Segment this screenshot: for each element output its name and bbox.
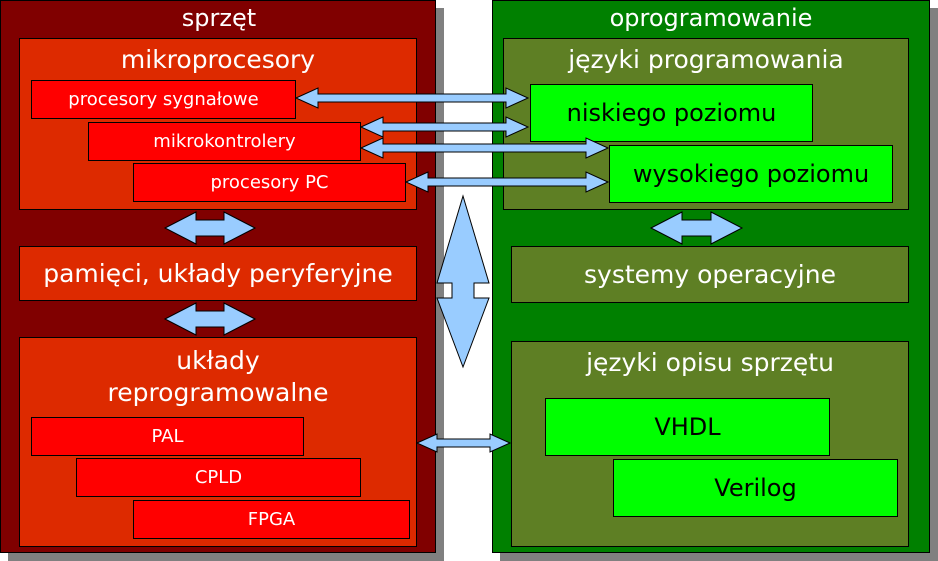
cpld-item: CPLD <box>76 458 361 497</box>
arrow-memory-to-reprogrammable <box>163 302 257 336</box>
pc-processors-item: procesory PC <box>133 163 406 202</box>
microcontrollers-item: mikrokontrolery <box>88 122 361 161</box>
software-title: oprogramowanie <box>609 4 813 32</box>
arrow-reprogrammable-to-hdl <box>415 433 512 453</box>
hdl-title: języki opisu sprzętu <box>586 348 834 377</box>
arrow-micro-to-memory <box>163 211 257 245</box>
vhdl-item: VHDL <box>545 398 830 456</box>
arrow-microcontrollers-to-lowlevel <box>359 116 530 138</box>
operating-systems-box: systemy operacyjne <box>511 246 909 303</box>
fpga-item: FPGA <box>133 500 410 539</box>
hardware-title: sprzęt <box>181 4 257 32</box>
arrow-pc-to-highlevel <box>404 171 610 193</box>
microprocessors-title: mikroprocesory <box>120 45 316 74</box>
signal-processors-item: procesory sygnałowe <box>31 80 296 119</box>
reprogrammable-title-line2: reprogramowalne <box>107 378 329 407</box>
operating-systems-title: systemy operacyjne <box>584 260 836 289</box>
arrow-central-vertical <box>436 194 490 369</box>
reprogrammable-title-line1: układy <box>176 346 260 375</box>
programming-languages-title: języki programowania <box>568 45 844 74</box>
low-level-item: niskiego poziomu <box>530 84 813 142</box>
high-level-item: wysokiego poziomu <box>609 145 893 203</box>
memory-peripherals-box: pamięci, układy peryferyjne <box>19 246 417 301</box>
memory-peripherals-title: pamięci, układy peryferyjne <box>43 259 393 288</box>
arrow-languages-to-os <box>649 211 744 245</box>
pal-item: PAL <box>31 417 304 456</box>
verilog-item: Verilog <box>613 459 898 517</box>
arrow-signal-to-lowlevel <box>294 87 530 109</box>
arrow-microcontrollers-to-highlevel <box>359 137 610 159</box>
